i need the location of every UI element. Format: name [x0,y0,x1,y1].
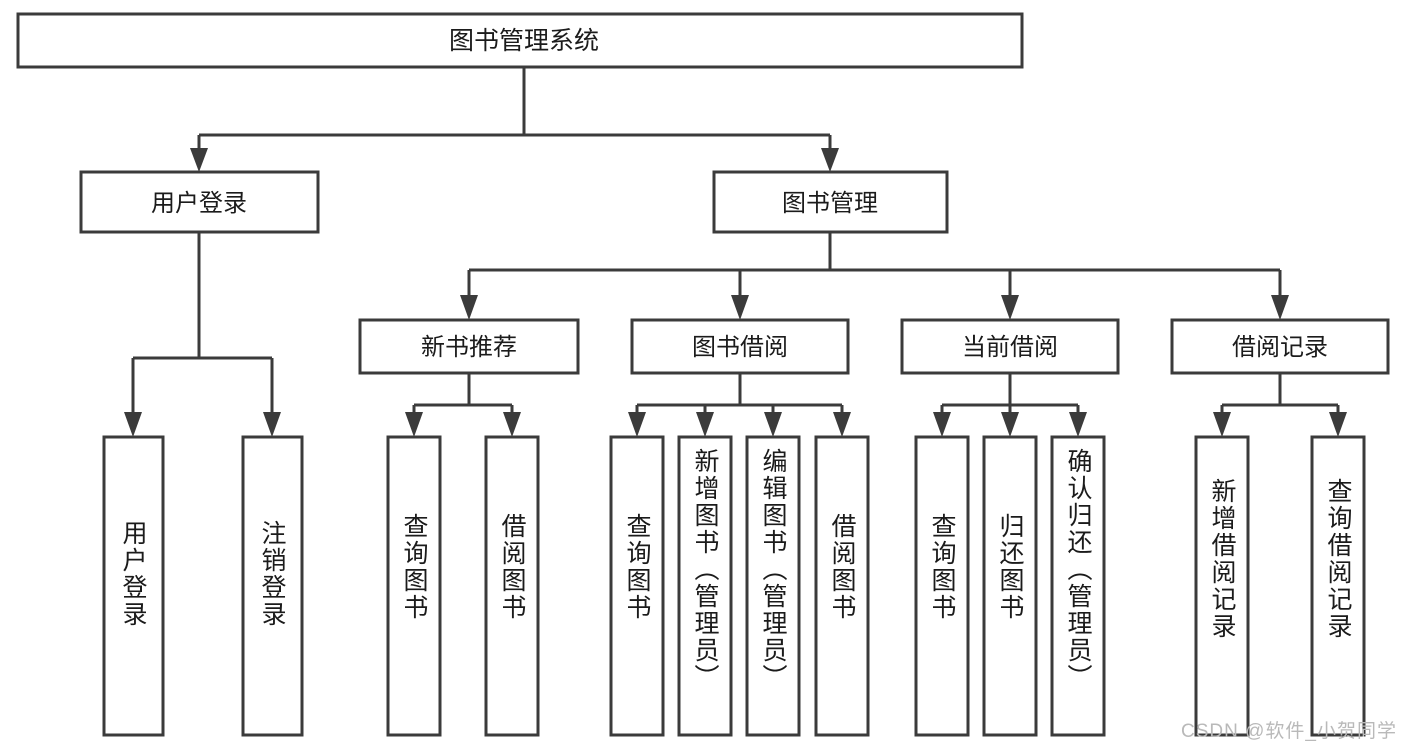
node-current-borrow-box[interactable] [900,318,1120,375]
leaf-query-book-2-label: 查询图书 [623,513,652,621]
arrow-head-leaf-query-book-3 [933,412,951,437]
leaf-return-book-label: 归还图书 [996,513,1025,621]
leaf-query-book-1[interactable]: 查询图书 [386,435,442,737]
node-book-management[interactable]: 图书管理 [712,170,949,234]
node-root-label: 图书管理系统 [449,27,599,55]
connector-layer [124,67,1347,437]
leaf-borrow-book-1-box[interactable] [484,435,540,737]
leaf-user-logout-box[interactable] [241,435,304,737]
csdn-watermark: CSDN @软件_小贺同学 [1181,721,1397,742]
leaf-add-record-label: 新增借阅记录 [1208,478,1237,640]
arrow-head-leaf-query-book-2 [628,412,646,437]
node-borrow-record-box[interactable] [1170,318,1390,375]
node-user-login[interactable]: 用户登录 [79,170,320,234]
arrow-head-user-login [190,148,208,172]
leaf-user-logout-label: 注销登录 [258,520,287,628]
arrow-head-leaf-add-book [696,412,714,437]
leaf-add-book[interactable]: 新增图书（管理员） [677,435,733,737]
leaf-confirm-return-label: 确认归还（管理员） [1064,448,1093,691]
node-borrow-record-label: 借阅记录 [1232,334,1328,361]
leaf-query-record-label: 查询借阅记录 [1324,478,1353,640]
arrow-head-leaf-add-record [1213,412,1231,437]
leaf-query-book-1-box[interactable] [386,435,442,737]
leaf-return-book[interactable]: 归还图书 [982,435,1038,737]
arrow-head-leaf-query-book-1 [405,412,423,437]
node-new-book-recommend-label: 新书推荐 [421,334,517,361]
node-user-login-label: 用户登录 [151,190,247,217]
arrow-head-new-book-recommend [460,295,478,320]
node-current-borrow-label: 当前借阅 [962,334,1058,361]
leaf-borrow-book-2-label: 借阅图书 [828,513,857,621]
leaf-add-record[interactable]: 新增借阅记录 [1194,435,1250,737]
arrow-head-book-management [821,148,839,172]
leaf-query-record[interactable]: 查询借阅记录 [1310,435,1366,737]
leaf-user-login[interactable]: 用户登录 [102,435,165,737]
leaf-confirm-return[interactable]: 确认归还（管理员） [1050,435,1106,737]
node-book-borrow-label: 图书借阅 [692,334,788,361]
leaf-query-book-3-label: 查询图书 [928,513,957,621]
leaf-add-book-label: 新增图书（管理员） [691,448,720,691]
leaf-add-book-box[interactable] [677,435,733,737]
arrow-head-leaf-confirm-return [1069,412,1087,437]
leaf-query-book-2-box[interactable] [609,435,665,737]
arrow-head-leaf-borrow-book-1 [503,412,521,437]
arrow-head-leaf-edit-book [764,412,782,437]
leaf-query-record-box[interactable] [1310,435,1366,737]
leaf-borrow-book-2[interactable]: 借阅图书 [814,435,870,737]
leaf-query-book-1-label: 查询图书 [400,513,429,621]
leaf-user-logout[interactable]: 注销登录 [241,435,304,737]
leaf-user-login-box[interactable] [102,435,165,737]
leaf-query-book-3[interactable]: 查询图书 [914,435,970,737]
leaf-confirm-return-box[interactable] [1050,435,1106,737]
node-new-book-recommend-box[interactable] [358,318,580,375]
arrow-head-leaf-user-logout [263,412,281,437]
node-book-management-label: 图书管理 [782,190,878,217]
arrow-head-borrow-record [1271,295,1289,320]
leaf-edit-book-label: 编辑图书（管理员） [759,448,788,691]
leaf-query-book-2[interactable]: 查询图书 [609,435,665,737]
node-book-management-box[interactable] [712,170,949,234]
leaf-edit-book-box[interactable] [745,435,801,737]
arrow-head-book-borrow [731,295,749,320]
leaf-borrow-book-1[interactable]: 借阅图书 [484,435,540,737]
node-new-book-recommend[interactable]: 新书推荐 [358,318,580,375]
node-root[interactable]: 图书管理系统 [16,12,1024,69]
leaf-borrow-book-2-box[interactable] [814,435,870,737]
node-borrow-record[interactable]: 借阅记录 [1170,318,1390,375]
node-book-borrow-box[interactable] [630,318,850,375]
leaf-edit-book[interactable]: 编辑图书（管理员） [745,435,801,737]
node-book-borrow[interactable]: 图书借阅 [630,318,850,375]
arrow-head-leaf-return-book [1001,412,1019,437]
arrow-head-leaf-borrow-book-2 [833,412,851,437]
arrow-head-leaf-user-login [124,412,142,437]
node-user-login-box[interactable] [79,170,320,234]
leaf-query-book-3-box[interactable] [914,435,970,737]
arrow-head-leaf-query-record [1329,412,1347,437]
arrow-head-current-borrow [1001,295,1019,320]
leaf-user-login-label: 用户登录 [119,520,148,628]
leaf-add-record-box[interactable] [1194,435,1250,737]
node-root-box[interactable] [16,12,1024,69]
node-current-borrow[interactable]: 当前借阅 [900,318,1120,375]
leaf-return-book-box[interactable] [982,435,1038,737]
leaf-borrow-book-1-label: 借阅图书 [498,513,527,621]
